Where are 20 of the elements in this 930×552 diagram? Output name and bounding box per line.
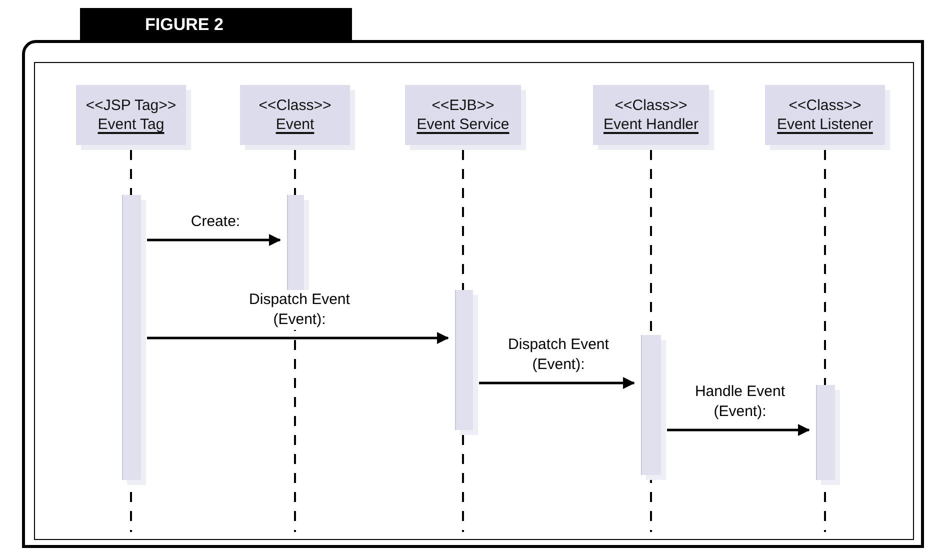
figure-title: FIGURE 2: [145, 15, 224, 35]
object-name: Event Service: [416, 116, 510, 133]
object-box: [593, 85, 709, 145]
object-box: [765, 85, 885, 145]
object-box: [76, 85, 186, 145]
message-arrow: [147, 332, 449, 344]
object-name: Event Tag: [98, 116, 164, 133]
stereotype-label: <<Class>>: [614, 97, 688, 114]
object-name: Event Handler: [603, 116, 699, 133]
object-box: [405, 85, 521, 145]
stereotype-label: <<Class>>: [258, 97, 332, 114]
message-arrow: [667, 424, 810, 436]
object-box: [240, 85, 350, 145]
object-name: Event Listener: [777, 116, 873, 133]
message-arrow: [147, 234, 281, 246]
stereotype-label: <<EJB>>: [432, 97, 494, 114]
stereotype-label: <<JSP Tag>>: [86, 97, 176, 114]
object-name: Event: [276, 116, 314, 133]
message-arrow: [479, 377, 635, 389]
stereotype-label: <<Class>>: [788, 97, 862, 114]
